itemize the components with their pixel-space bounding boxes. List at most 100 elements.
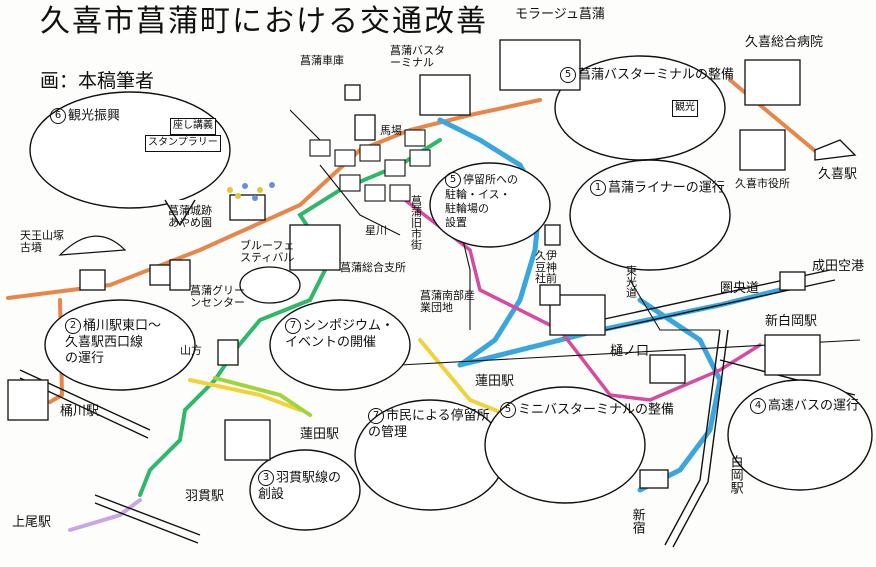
- hinokuchi-building: [649, 354, 686, 384]
- city-hall-building: [739, 129, 786, 171]
- label-tenno-kofun: 天王山塚古墳: [20, 229, 64, 254]
- label-kuki-hospital: 久喜総合病院: [745, 35, 824, 50]
- label-shobu-bus-terminal: 菖蒲バスターミナル: [390, 44, 445, 69]
- bus-icon-6: [639, 469, 669, 489]
- buildings: [7, 39, 857, 489]
- hanyu-building: [224, 419, 271, 461]
- sign-kanko: 観光: [672, 100, 698, 117]
- bubble-3-number: 3: [258, 470, 274, 486]
- bubble-7-top-line1: シンポジウム・: [303, 318, 395, 334]
- bubble-3-line2: 創設: [258, 486, 285, 502]
- bubble-2-line1: 桶川駅東口～: [83, 318, 162, 334]
- bubble-1-number: 1: [590, 180, 606, 196]
- sign-lecture: 座し講義: [170, 118, 216, 135]
- bubble-6-label: 観光振興: [68, 108, 121, 124]
- bubble-1: [569, 159, 731, 271]
- bubbles: [29, 55, 873, 531]
- label-shobu-depot: 菖蒲車庫: [300, 54, 344, 67]
- label-blue-festival: ブルーフェスティバル: [240, 239, 295, 264]
- route-lime: [213, 376, 312, 417]
- bubble-5-top-label: 菖蒲バスターミナルの整備: [578, 67, 735, 83]
- bubble-7-top-line2: イベントの開催: [285, 334, 377, 350]
- bubble-5-mid-line3: 駐輪場の: [445, 201, 489, 215]
- label-ken-o-road: 圏央道: [720, 281, 760, 296]
- label-shobu-old-town: 菖蒲旧市街: [409, 195, 423, 250]
- bubble-2: [44, 299, 196, 391]
- bus-icon-7: [354, 114, 376, 141]
- label-mozo: モラージュ菖蒲: [515, 7, 605, 22]
- kuirizu-building: [539, 284, 561, 306]
- okegawa-station: [7, 379, 49, 421]
- label-kuki-city-hall: 久喜市役所: [735, 177, 790, 190]
- label-shobu-south: 菖蒲南部産業団地: [420, 289, 475, 314]
- label-hasunda-center: 蓮田駅: [475, 374, 515, 389]
- route-lavender: [68, 498, 142, 532]
- label-hinokuchi: 樋ノ口: [610, 344, 650, 359]
- bus-icon-2: [79, 269, 106, 291]
- bubble-6-number: 6: [50, 108, 66, 124]
- label-kuki-station: 久喜駅: [818, 167, 858, 182]
- bubble-4: [727, 379, 873, 491]
- shobu-office-building: [289, 224, 341, 271]
- label-shinjuku: 新宿: [629, 508, 645, 534]
- kuki-station-building: [814, 139, 857, 161]
- bubble-5-bot-number: 5: [500, 402, 516, 418]
- green-center: [169, 259, 191, 291]
- label-hasunda-left: 蓮田駅: [300, 427, 340, 442]
- bubble-7-bot-number: 7: [368, 408, 384, 424]
- bubble-3: [249, 449, 361, 531]
- label-higashimitsu: 東光道: [624, 265, 638, 298]
- bubble-7-top-number: 7: [285, 318, 301, 334]
- bubble-5-mid: [429, 162, 551, 248]
- bubble-7-top: [269, 299, 411, 391]
- label-shiraoka-station: 白岡駅: [727, 455, 743, 494]
- bubble-5-mid-line1: 停留所への: [463, 173, 518, 186]
- bubble-5-mid-line4: 設置: [445, 215, 467, 229]
- label-ageo-station: 上尾駅: [12, 515, 52, 530]
- bubble-2-line3: の運行: [65, 351, 105, 366]
- map-credit: 画：本稿筆者: [40, 70, 155, 92]
- ayame-building: [229, 194, 266, 221]
- bubble-3-line1: 羽貫駅線の: [276, 470, 342, 486]
- bubble-5-bot-label: ミニバスターミナルの整備: [518, 402, 675, 418]
- bus-icon-5: [779, 271, 806, 291]
- label-kuirizu: 久伊豆神社前: [535, 249, 557, 286]
- map-title: 久喜市菖蒲町における交通改善: [40, 4, 488, 39]
- bubble-1-label: 菖蒲ライナーの運行: [608, 180, 725, 196]
- label-shobu-green: 菖蒲グリーンセンター: [190, 284, 245, 309]
- bus-icon-8: [344, 84, 361, 101]
- ayame-flowers: [227, 182, 275, 201]
- label-shobu-ayame: 菖蒲城跡あやめ園: [168, 204, 212, 229]
- old-town-houses: [309, 129, 431, 202]
- sign-stamp-rally: スタンプラリー: [145, 135, 221, 152]
- label-baba: 馬場: [380, 124, 402, 137]
- label-narita: 成田空港: [812, 259, 865, 274]
- hospital-building: [744, 59, 801, 106]
- bubble-4-label: 高速バスの運行: [768, 398, 860, 414]
- bubble-7-bot-line1: 市民による停留所: [386, 408, 490, 424]
- bus-icon-3: [217, 339, 239, 366]
- pond: [239, 266, 301, 304]
- label-shobu-office: 菖蒲総合支所: [340, 261, 406, 274]
- bus-terminal: [419, 74, 471, 116]
- label-hanyu-station: 羽貫駅: [185, 489, 225, 504]
- bubble-5-mid-number: 5: [445, 172, 461, 188]
- kofun-hill: [58, 235, 127, 256]
- bubble-7-bot-line2: の管理: [368, 424, 408, 440]
- bubble-2-line2: 久喜駅西口線: [65, 334, 144, 350]
- bubble-5-bot: [484, 386, 646, 504]
- bus-icon-4: [544, 224, 561, 246]
- route-pink: [403, 198, 762, 402]
